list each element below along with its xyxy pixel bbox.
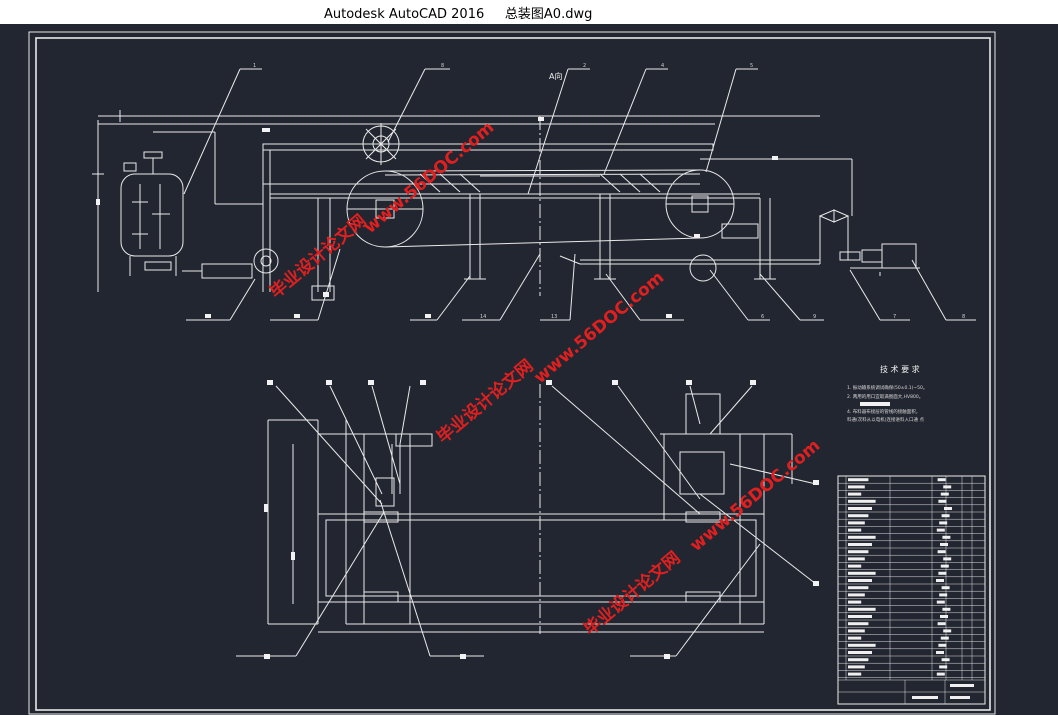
balloon-14: 14 xyxy=(480,314,486,320)
tech-note-4: 料通(次料从以电机)连接进料入口通 点 xyxy=(847,416,924,423)
balloon-8b: 8 xyxy=(962,314,965,320)
plan-view xyxy=(236,384,817,657)
tech-note-2: 2. 两用的用口宜取满图面大,HV800。 xyxy=(847,393,923,400)
title-block xyxy=(837,475,986,705)
drawing-canvas[interactable]: 1 8 2 4 5 14 13 6 9 7 8 A向 xyxy=(0,24,1058,715)
canvas-background xyxy=(0,24,1058,715)
balloon-5: 5 xyxy=(750,63,753,69)
balloon-2: 2 xyxy=(583,63,586,69)
elevation-view xyxy=(92,68,976,321)
parts-list-entries xyxy=(848,478,974,699)
balloon-13: 13 xyxy=(551,314,557,320)
view-label-a: A向 xyxy=(549,71,562,81)
window-title: Autodesk AutoCAD 2016 总装图A0.dwg xyxy=(324,7,593,22)
drawing-frame xyxy=(28,31,996,715)
tech-note-1: 1. 振动输系统调试确保(50±0.1)~50。 xyxy=(847,384,927,391)
tech-note-3: 4. 布料器布接层的管线的接触面积， xyxy=(847,408,920,415)
leader-tags xyxy=(96,117,778,318)
tech-note-highlight xyxy=(860,402,890,406)
balloon-numbers: 1 8 2 4 5 14 13 6 9 7 8 xyxy=(253,63,965,320)
tech-requirements-heading: 技 术 要 求 xyxy=(880,364,920,374)
tech-requirements-notes: 1. 振动输系统调试确保(50±0.1)~50。 2. 两用的用口宜取满图面大,… xyxy=(847,384,927,423)
balloon-4: 4 xyxy=(661,63,664,69)
balloon-6: 6 xyxy=(761,314,764,320)
balloon-8: 8 xyxy=(441,63,444,69)
balloon-1: 1 xyxy=(253,63,256,69)
plan-tags xyxy=(264,380,819,659)
title-bar: Autodesk AutoCAD 2016 总装图A0.dwg xyxy=(0,0,1058,24)
balloon-9: 9 xyxy=(813,314,816,320)
parts-list-grid xyxy=(838,476,985,704)
balloon-7: 7 xyxy=(893,314,896,320)
